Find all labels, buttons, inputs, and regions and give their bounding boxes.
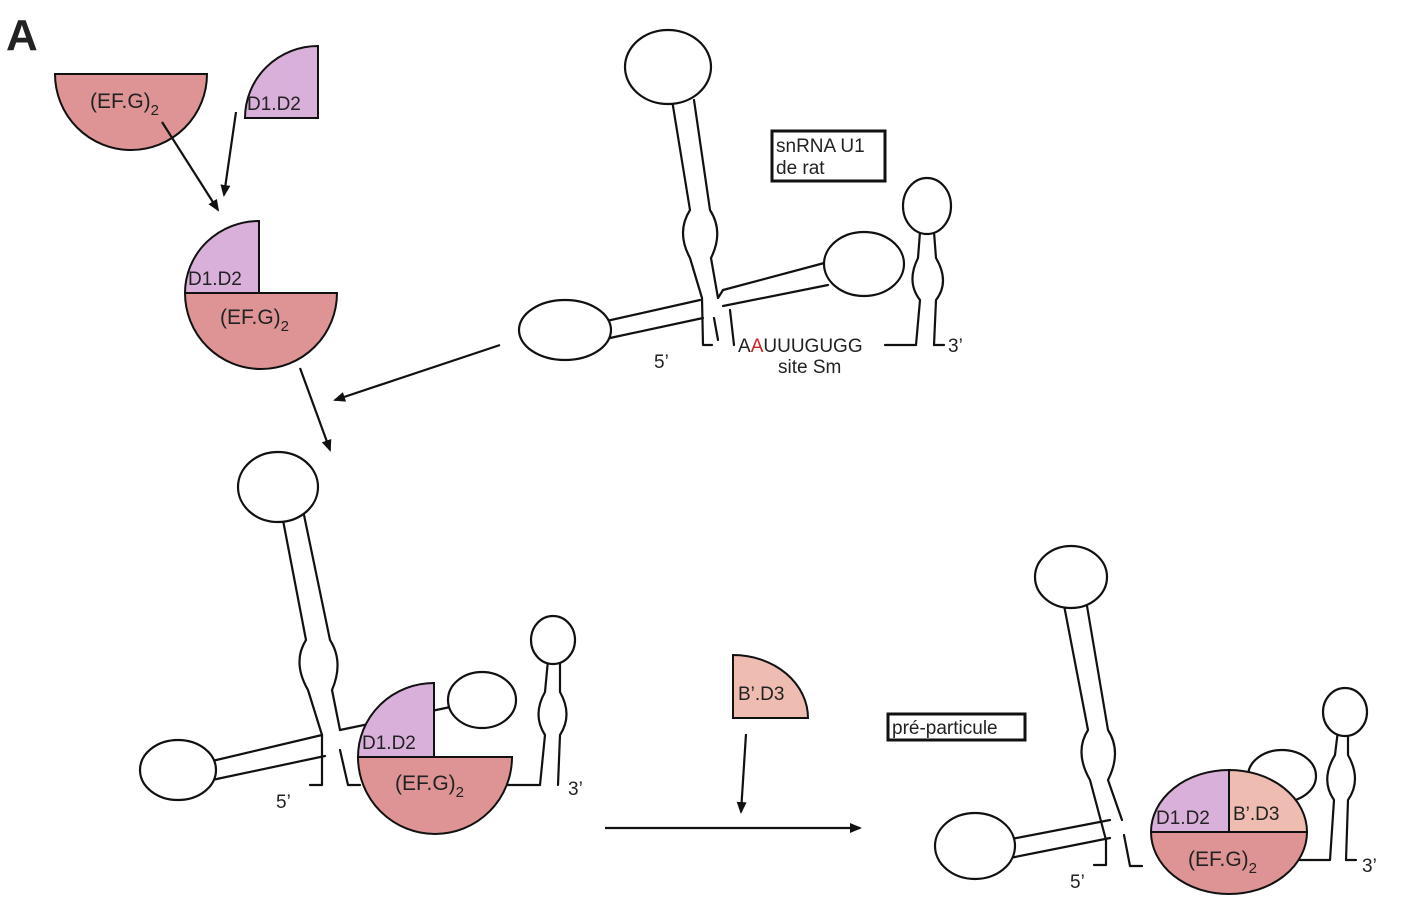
svg-text:AAUUUGUGG: AAUUUGUGG [738,336,863,357]
svg-text:snRNA U1: snRNA U1 [776,136,865,157]
svg-text:D1.D2: D1.D2 [1156,808,1210,829]
svg-text:D1.D2: D1.D2 [188,269,242,290]
efg-free: (EF.G)2 [53,73,209,151]
rna-with-subcore: D1.D2 (EF.G)2 5’ 3’ [138,450,583,835]
svg-text:(EF.G)2: (EF.G)2 [1188,848,1257,877]
svg-text:B’.D3: B’.D3 [738,684,784,705]
svg-text:pré-particule: pré-particule [892,718,998,739]
svg-text:3’: 3’ [1362,856,1377,877]
preparticle-box: pré-particule [886,712,1027,742]
snrna-u1-free: 5’ AAUUUGUGG site Sm 3’ [517,28,963,378]
svg-text:5’: 5’ [654,352,669,373]
bd3-free: B’.D3 [732,653,810,719]
arrow-d1d2-to-subcomplex [220,111,238,197]
arrow-rna-to-complex [333,343,501,402]
title-box: snRNA U1 de rat [770,129,887,183]
panel-letter: A [6,11,38,60]
svg-text:(EF.G)2: (EF.G)2 [90,90,159,119]
svg-text:5’: 5’ [276,792,291,813]
svg-text:B’.D3: B’.D3 [1233,804,1279,825]
preparticle: D1.D2 B’.D3 (EF.G)2 5’ 3’ [933,544,1377,895]
svg-text:D1.D2: D1.D2 [362,733,416,754]
svg-text:(EF.G)2: (EF.G)2 [395,772,464,801]
arrow-subcomplex-down [298,367,332,452]
svg-text:3’: 3’ [568,779,583,800]
subcomplex-d1d2-efg: D1.D2 (EF.G)2 [183,219,339,370]
svg-text:D1.D2: D1.D2 [247,94,301,115]
svg-text:de rat: de rat [776,158,825,179]
svg-text:3’: 3’ [948,336,963,357]
arrow-efg-to-subcomplex [161,121,220,212]
svg-text:site Sm: site Sm [778,357,841,378]
arrow-bd3-down [736,733,748,814]
svg-text:5’: 5’ [1070,872,1085,893]
d1d2-free: D1.D2 [243,44,319,119]
svg-text:(EF.G)2: (EF.G)2 [220,306,289,335]
